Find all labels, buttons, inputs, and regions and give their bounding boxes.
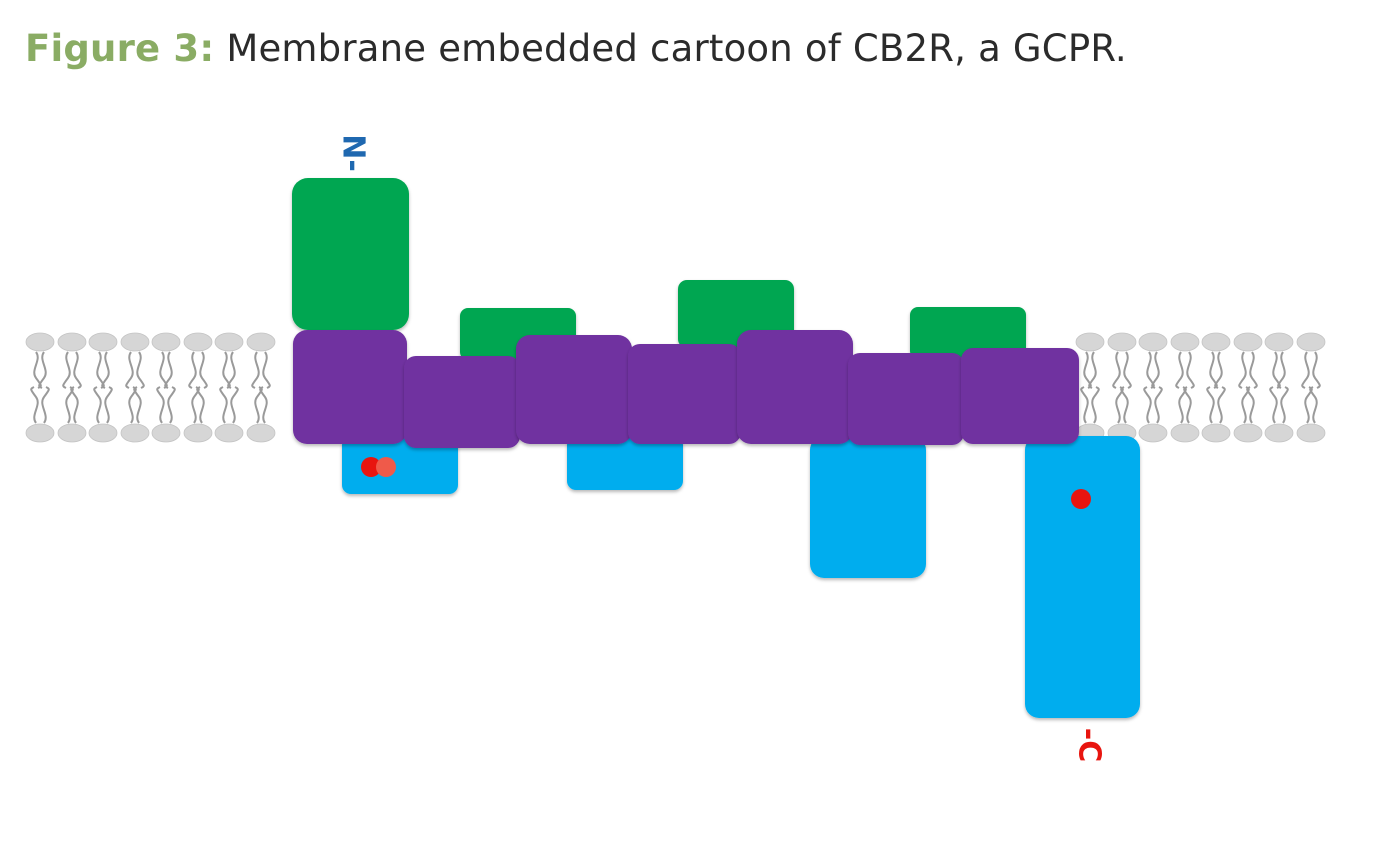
- n-terminal-domain: [292, 178, 409, 330]
- lipid-molecule: [121, 333, 149, 442]
- lipid-head: [89, 333, 117, 351]
- lipid-head: [1265, 424, 1293, 442]
- lipid-molecule: [1202, 333, 1230, 442]
- lipid-head: [215, 424, 243, 442]
- site-marker-loop1-b: [376, 457, 396, 477]
- lipid-head: [89, 424, 117, 442]
- lipid-tail: [71, 352, 81, 423]
- lipid-head: [152, 333, 180, 351]
- lipid-molecule: [26, 333, 54, 442]
- lipid-molecule: [1297, 333, 1325, 442]
- lipid-tail: [1176, 352, 1186, 423]
- lipid-molecule: [1139, 333, 1167, 442]
- extracellular-loops: [292, 178, 1026, 360]
- lipid-tail: [1207, 352, 1217, 423]
- lipid-head: [1139, 333, 1167, 351]
- lipid-head: [1297, 424, 1325, 442]
- lipid-tail: [1270, 352, 1280, 423]
- lipid-head: [121, 424, 149, 442]
- lipid-tail: [1081, 352, 1091, 423]
- lipid-tail: [1215, 352, 1225, 423]
- lipid-tail: [252, 352, 262, 423]
- lipid-molecule: [152, 333, 180, 442]
- intracellular-loops: [342, 436, 1140, 718]
- lipid-molecule: [58, 333, 86, 442]
- lipid-tail: [31, 352, 41, 423]
- c-terminus-label: -C: [1072, 728, 1107, 762]
- lipid-tail: [220, 352, 230, 423]
- intracellular-loop-3: [810, 436, 926, 578]
- lipid-head: [184, 424, 212, 442]
- lipid-tail: [63, 352, 73, 423]
- lipid-tail: [189, 352, 199, 423]
- lipid-head: [1234, 333, 1262, 351]
- tm-helix-7: [961, 348, 1079, 444]
- lipid-head: [152, 424, 180, 442]
- lipid-tail: [1239, 352, 1249, 423]
- lipid-head: [26, 333, 54, 351]
- lipid-tail: [1144, 352, 1154, 423]
- lipid-molecule: [1108, 333, 1136, 442]
- lipid-tail: [1152, 352, 1162, 423]
- lipid-molecule: [215, 333, 243, 442]
- lipid-head: [1234, 424, 1262, 442]
- lipid-tail: [1247, 352, 1257, 423]
- lipid-molecule: [1234, 333, 1262, 442]
- lipid-tail: [1310, 352, 1320, 423]
- lipid-tail: [126, 352, 136, 423]
- lipid-molecule: [184, 333, 212, 442]
- lipid-tail: [1113, 352, 1123, 423]
- lipid-head: [1202, 424, 1230, 442]
- lipid-head: [58, 333, 86, 351]
- lipid-head: [121, 333, 149, 351]
- lipid-tail: [157, 352, 167, 423]
- lipid-tail: [39, 352, 49, 423]
- lipid-tail: [134, 352, 144, 423]
- lipid-molecule: [1171, 333, 1199, 442]
- lipid-molecule: [247, 333, 275, 442]
- lipid-tail: [165, 352, 175, 423]
- lipid-molecule: [1265, 333, 1293, 442]
- tm-helix-1: [293, 330, 407, 444]
- lipid-tail: [228, 352, 238, 423]
- lipid-tail: [94, 352, 104, 423]
- lipid-tail: [1184, 352, 1194, 423]
- lipid-head: [1265, 333, 1293, 351]
- lipid-tail: [102, 352, 112, 423]
- tm-helix-6: [848, 353, 964, 445]
- tm-helix-4: [628, 344, 741, 444]
- lipid-head: [247, 424, 275, 442]
- lipid-tail: [1278, 352, 1288, 423]
- n-terminus-label: N-: [336, 134, 371, 172]
- lipid-head: [1139, 424, 1167, 442]
- lipid-tail: [197, 352, 207, 423]
- lipid-head: [58, 424, 86, 442]
- site-markers: [361, 457, 1091, 509]
- tm-helix-2: [404, 356, 520, 448]
- lipid-head: [1076, 333, 1104, 351]
- lipid-head: [1108, 333, 1136, 351]
- intracellular-loop-2: [567, 436, 683, 490]
- lipid-tail: [1302, 352, 1312, 423]
- tm-helix-5: [737, 330, 853, 444]
- lipid-head: [184, 333, 212, 351]
- lipid-head: [1171, 424, 1199, 442]
- lipid-head: [1171, 333, 1199, 351]
- lipid-molecule: [89, 333, 117, 442]
- lipid-head: [247, 333, 275, 351]
- tm-helix-3: [516, 335, 632, 444]
- lipid-head: [1202, 333, 1230, 351]
- c-terminal-tail: [1025, 436, 1140, 718]
- lipid-head: [26, 424, 54, 442]
- lipid-head: [215, 333, 243, 351]
- lipid-molecule: [1076, 333, 1104, 442]
- lipid-tail: [1121, 352, 1131, 423]
- site-marker-c-tail: [1071, 489, 1091, 509]
- lipid-tail: [260, 352, 270, 423]
- lipid-tail: [1089, 352, 1099, 423]
- lipid-head: [1297, 333, 1325, 351]
